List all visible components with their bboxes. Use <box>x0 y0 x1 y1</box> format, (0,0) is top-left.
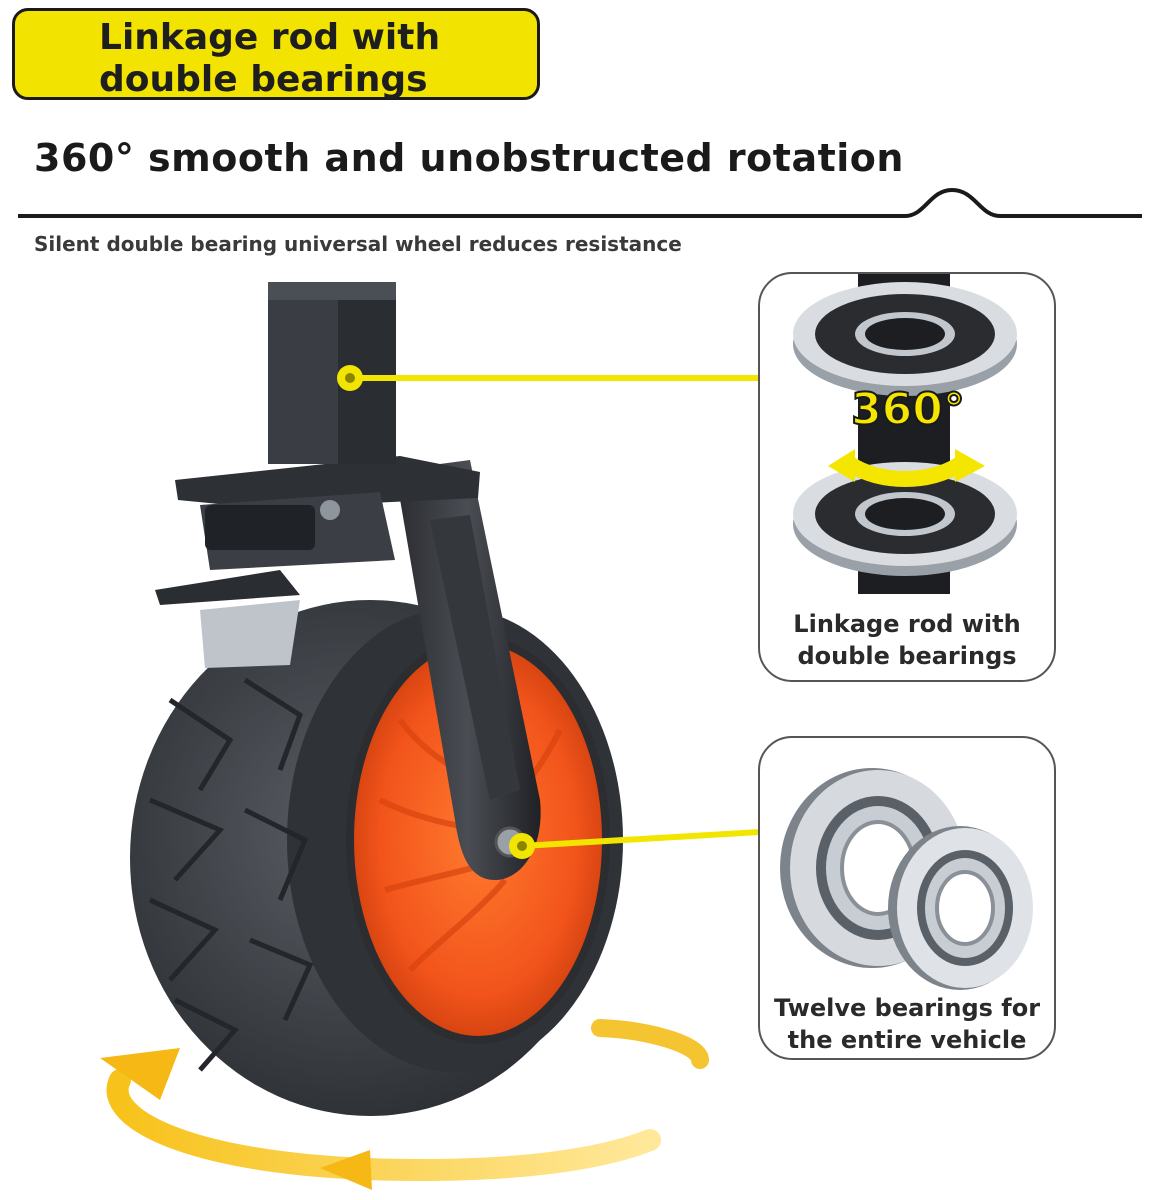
detail-panel-twelve-bearings: Twelve bearings for the entire vehicle <box>758 736 1056 1060</box>
rotation-arrow-icon <box>100 1019 709 1190</box>
caster-mount-plate <box>155 456 480 668</box>
callout-line-bottom <box>509 829 761 859</box>
caster-stem <box>268 282 396 464</box>
degree-label: 360° <box>851 384 965 435</box>
ball-bearings-image <box>780 768 1033 990</box>
badge-label: Linkage rod with double bearings <box>99 17 441 100</box>
title-badge: Linkage rod with double bearings <box>12 8 540 100</box>
panel-caption-twelve-bearings: Twelve bearings for the entire vehicle <box>773 994 1041 1054</box>
panel-caption-linkage: Linkage rod with double bearings <box>793 610 1021 670</box>
headline-divider <box>18 187 1142 218</box>
callout-line-top <box>337 365 760 391</box>
linkage-rod-bearing-image: 360° <box>793 274 1017 594</box>
headline: 360° smooth and unobstructed rotation <box>34 136 904 180</box>
wheel-tire <box>130 600 623 1116</box>
subheadline: Silent double bearing universal wheel re… <box>34 232 682 256</box>
detail-panel-bearings-360: 360° Linkage rod with double bearings <box>758 272 1056 682</box>
